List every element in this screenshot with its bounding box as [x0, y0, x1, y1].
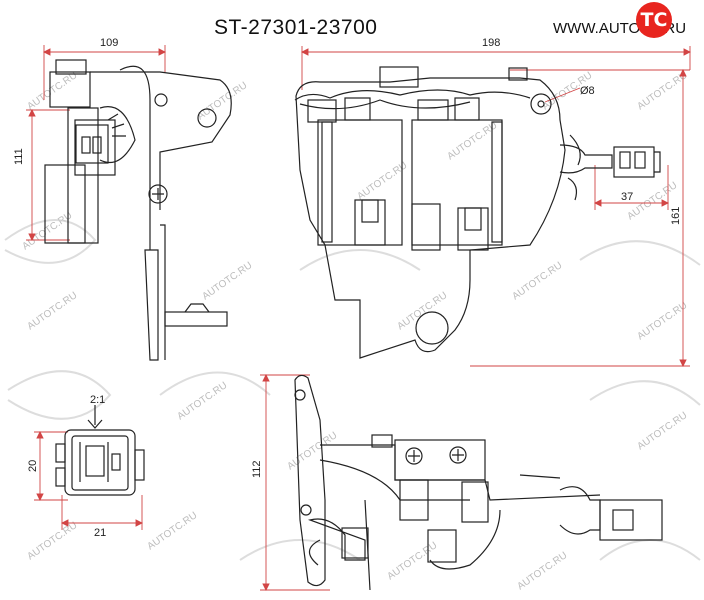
watermark-19: AUTOTC.RU — [175, 380, 229, 422]
watermark-8: AUTOTC.RU — [445, 120, 499, 162]
connector-detail — [34, 405, 145, 530]
watermark-16: AUTOTC.RU — [25, 520, 79, 562]
dim-height-side: 111 — [13, 148, 25, 165]
scale-label: 2:1 — [90, 394, 105, 406]
dim-connector-offset: 37 — [621, 191, 633, 203]
watermark-5: AUTOTC.RU — [200, 260, 254, 302]
front-view — [294, 46, 692, 368]
dim-plug-height: 20 — [27, 460, 39, 472]
brand-logo-icon: TC — [636, 2, 672, 38]
watermark-6: AUTOTC.RU — [355, 160, 409, 202]
watermark-3: AUTOTC.RU — [25, 290, 79, 332]
watermark-14: AUTOTC.RU — [635, 410, 689, 452]
watermark-7: AUTOTC.RU — [395, 290, 449, 332]
watermark-13: AUTOTC.RU — [635, 300, 689, 342]
watermark-20: AUTOTC.RU — [285, 430, 339, 472]
dimension-labels: 109 111 198 Ø8 37 161 112 2:1 20 21 — [13, 37, 682, 539]
dim-height-front: 161 — [670, 207, 682, 225]
dim-plug-width: 21 — [94, 527, 106, 539]
watermark-18: AUTOTC.RU — [515, 550, 569, 592]
side-view — [26, 45, 232, 361]
watermark-1: AUTOTC.RU — [25, 70, 79, 112]
watermark-15: AUTOTC.RU — [145, 510, 199, 552]
part-number: ST-27301-23700 — [214, 16, 378, 39]
watermark-2: AUTOTC.RU — [20, 210, 74, 252]
dim-width-front: 198 — [482, 37, 500, 49]
watermark-4: AUTOTC.RU — [195, 80, 249, 122]
dim-width-side: 109 — [100, 37, 118, 49]
dim-height-bottom: 112 — [251, 460, 263, 478]
site-prefix: WWW.AUTO — [553, 20, 641, 37]
watermark-layer: AUTOTC.RU AUTOTC.RU AUTOTC.RU AUTOTC.RU … — [4, 70, 701, 592]
watermark-9: AUTOTC.RU — [510, 260, 564, 302]
dim-hole: Ø8 — [580, 85, 595, 97]
bottom-view — [260, 373, 663, 592]
